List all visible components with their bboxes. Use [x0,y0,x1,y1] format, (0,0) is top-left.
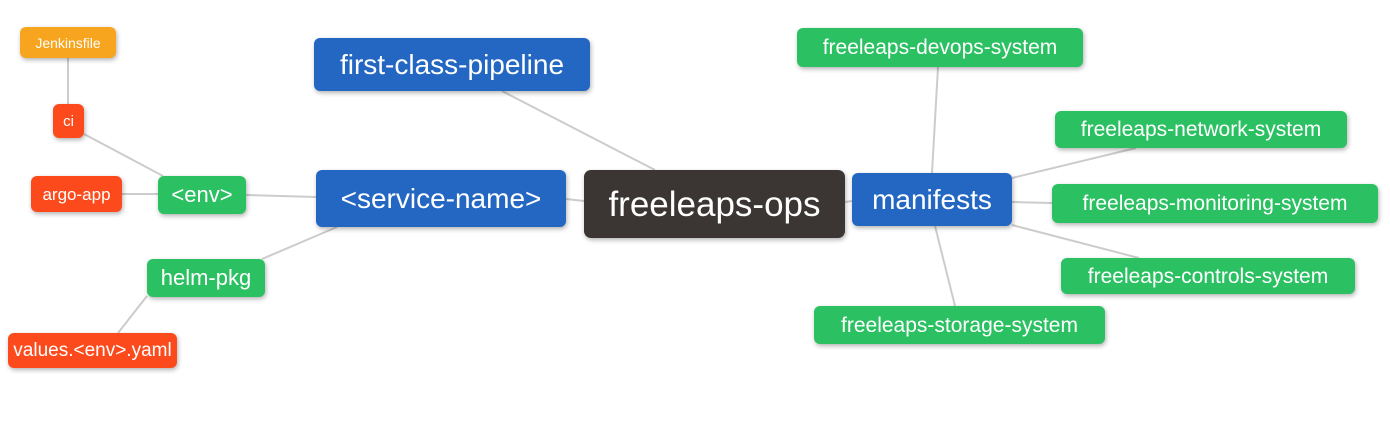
edge-freeleaps-ops-to-manifests [844,200,853,203]
edge-manifests-to-storage-system [934,225,956,307]
mindmap-node-helm-pkg[interactable]: helm-pkg [147,259,265,297]
edge-devops-system-to-manifests [931,66,939,174]
mindmap-node-network-system[interactable]: freeleaps-network-system [1055,111,1347,148]
mindmap-node-monitoring-system[interactable]: freeleaps-monitoring-system [1052,184,1378,223]
edge-helm-pkg-to-values-env-yaml [117,295,148,334]
mindmap-node-ci[interactable]: ci [53,104,84,138]
mindmap-node-jenkinsfile[interactable]: Jenkinsfile [20,27,116,58]
edge-manifests-to-controls-system [1011,224,1140,259]
edge-service-name-to-freeleaps-ops [565,198,585,202]
mindmap-node-freeleaps-ops[interactable]: freeleaps-ops [584,170,845,238]
edge-env-to-service-name [245,194,317,198]
mindmap-node-service-name[interactable]: <service-name> [316,170,566,227]
edge-manifests-to-network-system [1011,147,1137,179]
mindmap-node-env[interactable]: <env> [158,176,246,214]
edge-manifests-to-monitoring-system [1011,201,1053,204]
mindmap-node-controls-system[interactable]: freeleaps-controls-system [1061,258,1355,294]
mindmap-node-values-env-yaml[interactable]: values.<env>.yaml [8,333,177,368]
edge-ci-to-env [83,133,164,177]
mindmap-node-manifests[interactable]: manifests [852,173,1012,226]
mindmap-node-first-class-pipeline[interactable]: first-class-pipeline [314,38,590,91]
mindmap-node-devops-system[interactable]: freeleaps-devops-system [797,28,1083,67]
mindmap-node-argo-app[interactable]: argo-app [31,176,122,212]
edge-first-class-pipeline-to-freeleaps-ops [501,90,656,171]
mindmap-node-storage-system[interactable]: freeleaps-storage-system [814,306,1105,344]
edge-service-name-to-helm-pkg [261,226,338,260]
